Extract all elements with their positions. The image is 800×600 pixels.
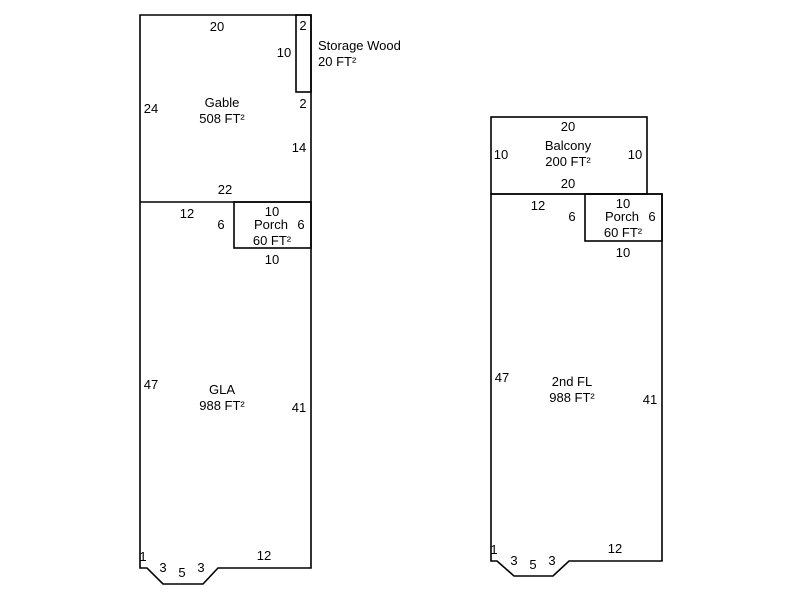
floor2-area: 988 FT² xyxy=(549,390,595,405)
floor2-dim-bottom: 12 xyxy=(608,541,622,556)
porch-dim-top: 10 xyxy=(265,204,279,219)
storage-dim-top: 2 xyxy=(299,18,306,33)
floor2-dim-right: 41 xyxy=(643,392,657,407)
gable-dim-top: 20 xyxy=(210,19,224,34)
floor2-dim-left: 47 xyxy=(495,370,509,385)
gla-dim-left: 47 xyxy=(144,377,158,392)
floor2-dim-b1: 1 xyxy=(490,542,497,557)
porch-area: 60 FT² xyxy=(253,233,292,248)
porch-area xyxy=(233,201,312,249)
left-building: 2 10 2 Storage Wood 20 FT² 20 24 14 22 G… xyxy=(139,14,401,585)
right-building: 20 10 10 20 Balcony 200 FT² 10 12 6 6 10… xyxy=(490,116,663,577)
gable-dim-right: 14 xyxy=(292,140,306,155)
floor2-dim-b2: 3 xyxy=(510,553,517,568)
gable-label: Gable xyxy=(205,95,240,110)
gla-dim-b4: 3 xyxy=(197,560,204,575)
gable-dim-bottom: 22 xyxy=(218,182,232,197)
floor2-label: 2nd FL xyxy=(552,374,592,389)
floor2-dim-b3: 5 xyxy=(529,557,536,572)
balcony-label: Balcony xyxy=(545,138,592,153)
porch2-dim-outer: 12 xyxy=(531,198,545,213)
floor2-dim-b4: 3 xyxy=(548,553,555,568)
gla-label: GLA xyxy=(209,382,235,397)
balcony-dim-right: 10 xyxy=(628,147,642,162)
gla-area: 988 FT² xyxy=(199,398,245,413)
porch2-dim-right: 6 xyxy=(648,209,655,224)
left-outline xyxy=(139,14,312,585)
gla-dim-b1: 1 xyxy=(139,549,146,564)
gla-dim-right: 41 xyxy=(292,400,306,415)
balcony-dim-bottom: 20 xyxy=(561,176,575,191)
porch2-dim-top: 10 xyxy=(616,196,630,211)
porch-area-2 xyxy=(584,193,663,242)
porch-dim-outer: 12 xyxy=(180,206,194,221)
porch-dim-right: 6 xyxy=(297,217,304,232)
porch2-dim-left: 6 xyxy=(568,209,575,224)
right-outline xyxy=(490,193,663,577)
porch2-dim-bottom: 10 xyxy=(616,245,630,260)
balcony-dim-top: 20 xyxy=(561,119,575,134)
porch-dim-bottom: 10 xyxy=(265,252,279,267)
storage-area: 20 FT² xyxy=(318,54,357,69)
balcony-area: 200 FT² xyxy=(545,154,591,169)
gable-dim-left: 24 xyxy=(144,101,158,116)
gla-dim-bottom: 12 xyxy=(257,548,271,563)
balcony-dim-left: 10 xyxy=(494,147,508,162)
storage-label: Storage Wood xyxy=(318,38,401,53)
storage-wood-area xyxy=(295,14,312,93)
storage-dim-bottom: 2 xyxy=(299,96,306,111)
porch-dim-left: 6 xyxy=(217,217,224,232)
porch2-area: 60 FT² xyxy=(604,225,643,240)
gla-dim-b2: 3 xyxy=(159,560,166,575)
storage-dim-left: 10 xyxy=(277,45,291,60)
porch2-label: Porch xyxy=(605,209,639,224)
gla-dim-b3: 5 xyxy=(178,565,185,580)
porch-label: Porch xyxy=(254,217,288,232)
gable-area: 508 FT² xyxy=(199,111,245,126)
